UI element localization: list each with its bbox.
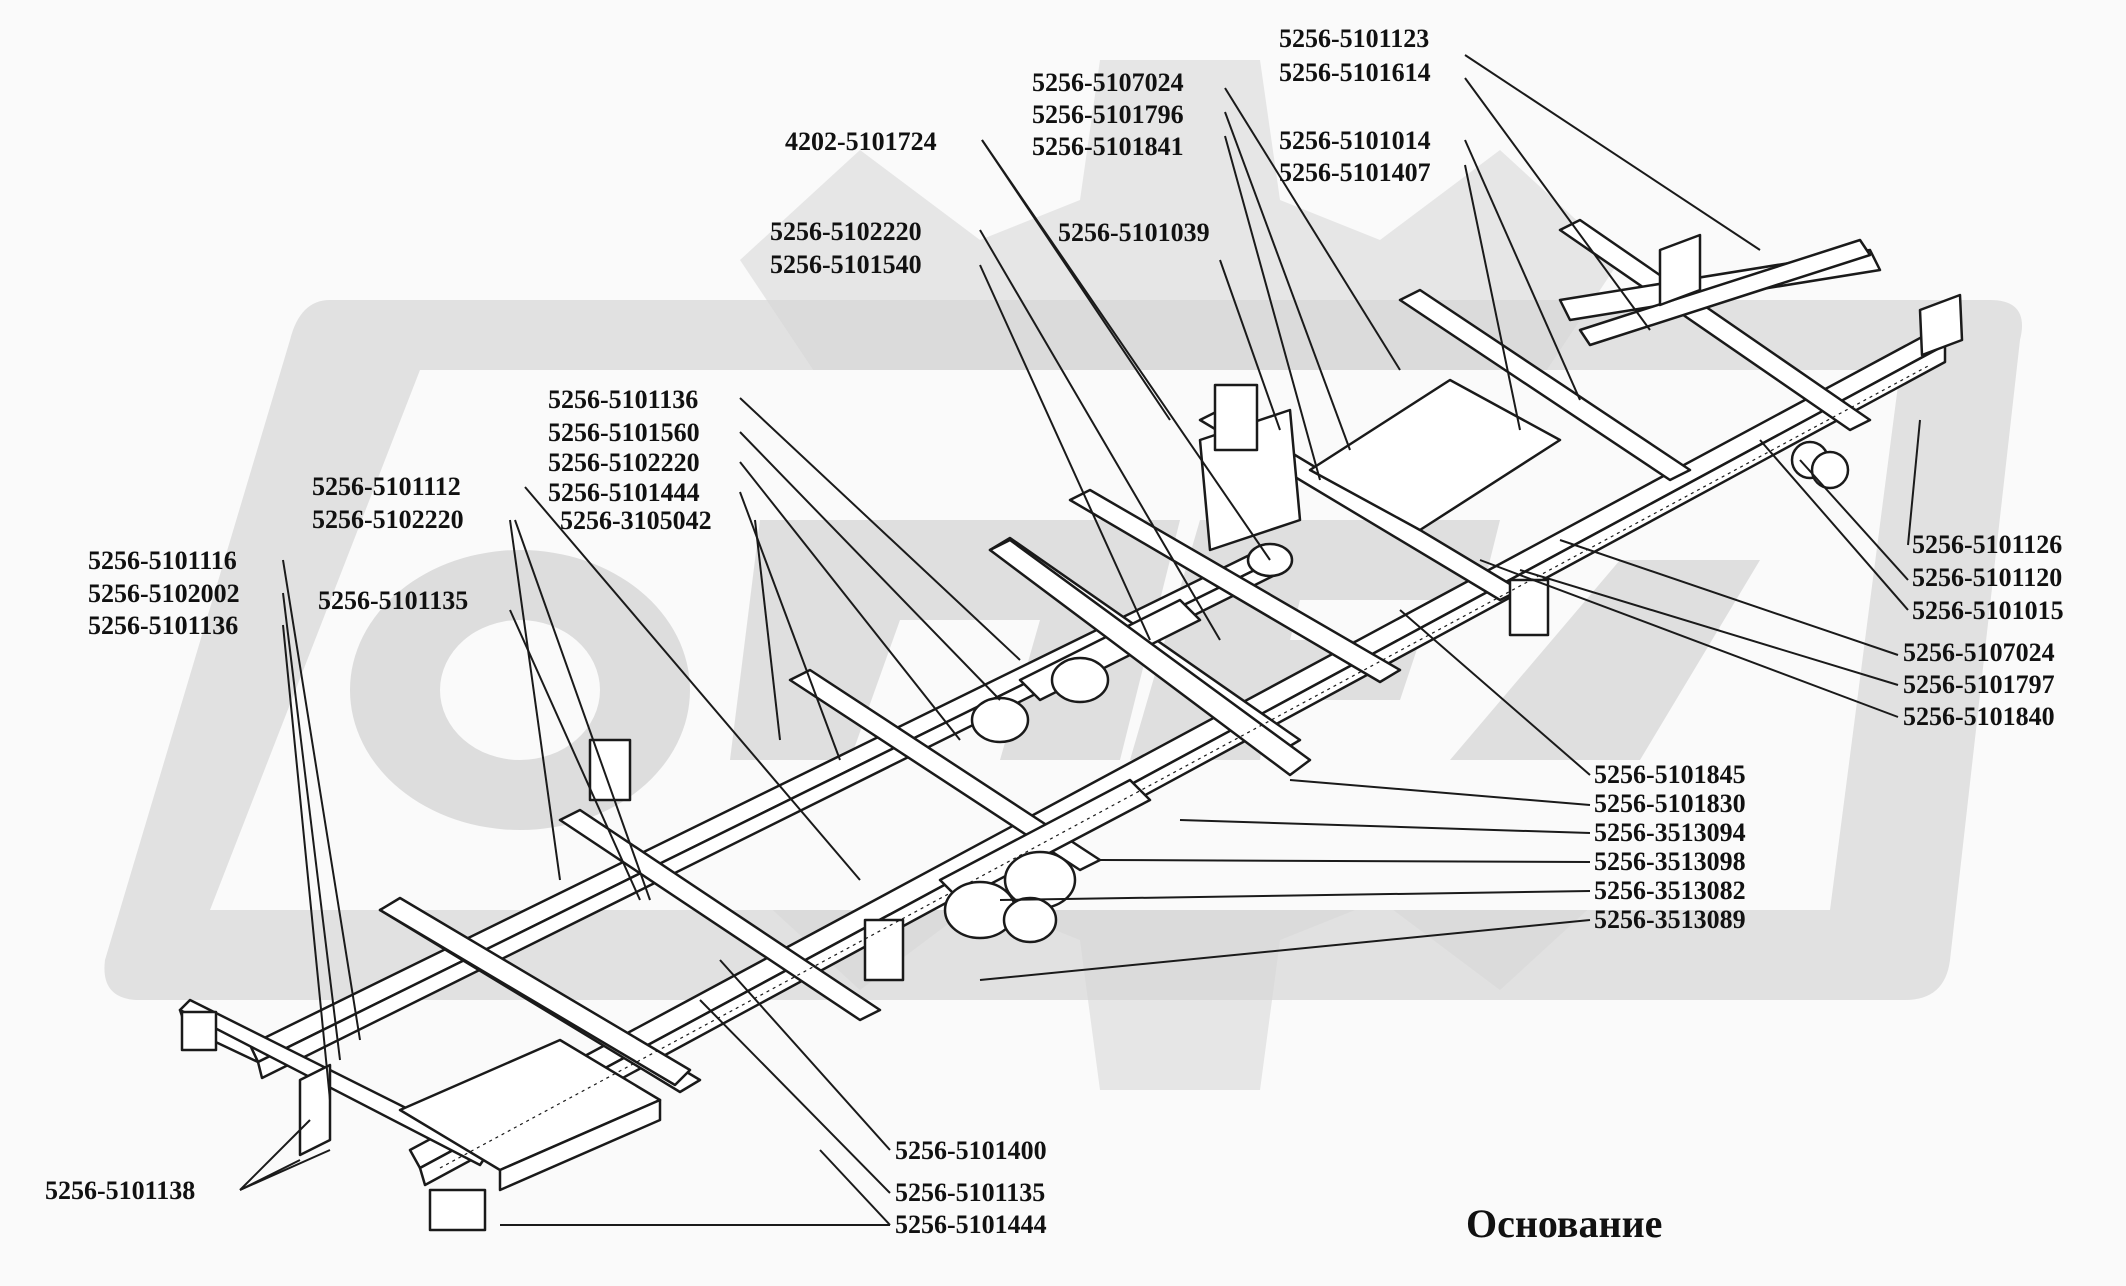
part-callout: 5256-5101112 <box>312 472 461 501</box>
part-callout: 5256-5101120 <box>1912 563 2063 592</box>
part-callout: 5256-5101116 <box>88 546 237 575</box>
diagram-title: Основание <box>1466 1201 1663 1246</box>
part-callout: 5256-5101407 <box>1279 158 1431 187</box>
part-callout: 5256-5101840 <box>1903 702 2055 731</box>
part-callout: 5256-5102002 <box>88 579 240 608</box>
part-callout: 5256-3513094 <box>1594 818 1746 847</box>
part-callout: 5256-5102220 <box>312 505 464 534</box>
part-callout: 5256-5101123 <box>1279 24 1430 53</box>
part-callout: 5256-5101136 <box>88 611 239 640</box>
part-callout: 5256-5101845 <box>1594 760 1746 789</box>
part-callout: 5256-3513089 <box>1594 905 1746 934</box>
part-callout: 5256-5101135 <box>318 586 469 615</box>
part-callout: 5256-5101039 <box>1058 218 1210 247</box>
part-callout: 4202-5101724 <box>785 127 937 156</box>
part-callout: 5256-3513098 <box>1594 847 1746 876</box>
part-callout: 5256-3105042 <box>560 506 712 535</box>
part-callout: 5256-5102220 <box>770 217 922 246</box>
part-callout: 5256-5101796 <box>1032 100 1184 129</box>
part-callout: 5256-5101560 <box>548 418 700 447</box>
part-callout: 5256-5101135 <box>895 1178 1046 1207</box>
part-callout: 5256-5101136 <box>548 385 699 414</box>
part-callout: 5256-5101841 <box>1032 132 1184 161</box>
part-callout: 5256-5101540 <box>770 250 922 279</box>
part-callout: 5256-5101015 <box>1912 596 2064 625</box>
part-callout: 5256-3513082 <box>1594 876 1746 905</box>
part-callout: 5256-5101400 <box>895 1136 1047 1165</box>
part-callout: 5256-5107024 <box>1903 638 2055 667</box>
part-callout: 5256-5101126 <box>1912 530 2063 559</box>
part-callout: 5256-5101444 <box>548 478 700 507</box>
part-callout: 5256-5107024 <box>1032 68 1184 97</box>
part-callout: 5256-5102220 <box>548 448 700 477</box>
part-callout: 5256-5101444 <box>895 1210 1047 1239</box>
part-callout: 5256-5101830 <box>1594 789 1746 818</box>
part-callout: 5256-5101014 <box>1279 126 1431 155</box>
side-member-teeth <box>439 364 1931 1169</box>
leader-lines <box>239 54 1921 1226</box>
part-callout: 5256-5101797 <box>1903 670 2055 699</box>
part-callout: 5256-5101614 <box>1279 58 1431 87</box>
part-callout: 5256-5101138 <box>45 1176 196 1205</box>
